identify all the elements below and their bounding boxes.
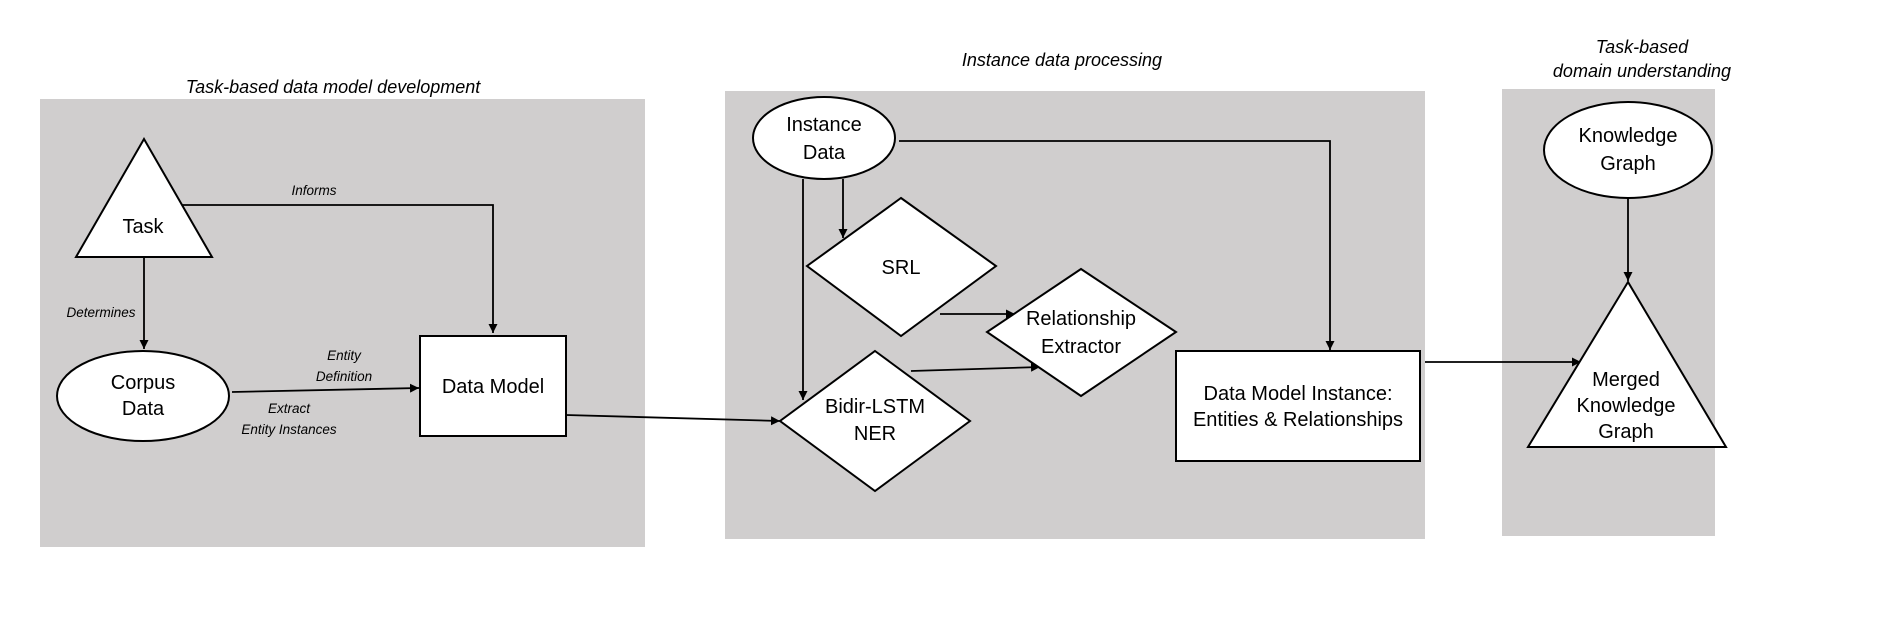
relationship-extractor-node bbox=[985, 267, 1178, 398]
data-model-node bbox=[419, 335, 567, 437]
mkg-label-2: Knowledge bbox=[1577, 395, 1676, 417]
relationship-label-2: Extractor bbox=[1041, 336, 1121, 358]
edge-label-informs: Informs bbox=[291, 183, 336, 198]
edge-label-extract-2: Entity Instances bbox=[241, 422, 337, 437]
task-label: Task bbox=[122, 216, 164, 238]
task-node bbox=[74, 136, 214, 258]
kg-label-2: Graph bbox=[1600, 153, 1656, 175]
panel-title-right-1: Task-based bbox=[1596, 37, 1689, 57]
edge-label-extract-1: Extract bbox=[268, 401, 311, 416]
instance-label-2: Data bbox=[803, 142, 846, 164]
instance-label-1: Instance bbox=[786, 114, 862, 136]
data-model-label: Data Model bbox=[442, 376, 544, 398]
edge-label-entity-definition-2: Definition bbox=[316, 369, 372, 384]
data-model-instance-node bbox=[1175, 350, 1421, 462]
ner-node bbox=[778, 349, 972, 493]
srl-label: SRL bbox=[882, 257, 921, 279]
knowledge-graph-node bbox=[1543, 101, 1713, 199]
edge-label-determines: Determines bbox=[66, 305, 135, 320]
panel-title-left: Task-based data model development bbox=[186, 77, 482, 97]
corpus-label-1: Corpus bbox=[111, 372, 175, 394]
edge-instance-to-dmi bbox=[899, 140, 1335, 350]
srl-node bbox=[805, 196, 998, 338]
panel-title-right-2: domain understanding bbox=[1553, 61, 1731, 81]
ner-label-2: NER bbox=[854, 423, 896, 445]
panel-title-middle: Instance data processing bbox=[962, 50, 1162, 70]
edge-corpus-to-data-model bbox=[231, 383, 420, 393]
mkg-label-3: Graph bbox=[1598, 421, 1654, 443]
edge-ner-to-relationship bbox=[910, 362, 1041, 372]
dmi-label-2: Entities & Relationships bbox=[1193, 409, 1403, 431]
corpus-data-node bbox=[56, 350, 230, 442]
mkg-label-1: Merged bbox=[1592, 369, 1660, 391]
merged-knowledge-graph-node bbox=[1526, 280, 1728, 448]
instance-data-node bbox=[752, 96, 896, 180]
kg-label-1: Knowledge bbox=[1579, 125, 1678, 147]
ner-label-1: Bidir-LSTM bbox=[825, 396, 925, 418]
dmi-label-1: Data Model Instance: bbox=[1204, 383, 1393, 405]
edge-task-to-data-model bbox=[177, 204, 498, 333]
corpus-label-2: Data bbox=[122, 398, 165, 420]
edge-label-entity-definition-1: Entity bbox=[327, 348, 362, 363]
edge-data-model-to-ner bbox=[565, 414, 781, 426]
relationship-label-1: Relationship bbox=[1026, 308, 1136, 330]
